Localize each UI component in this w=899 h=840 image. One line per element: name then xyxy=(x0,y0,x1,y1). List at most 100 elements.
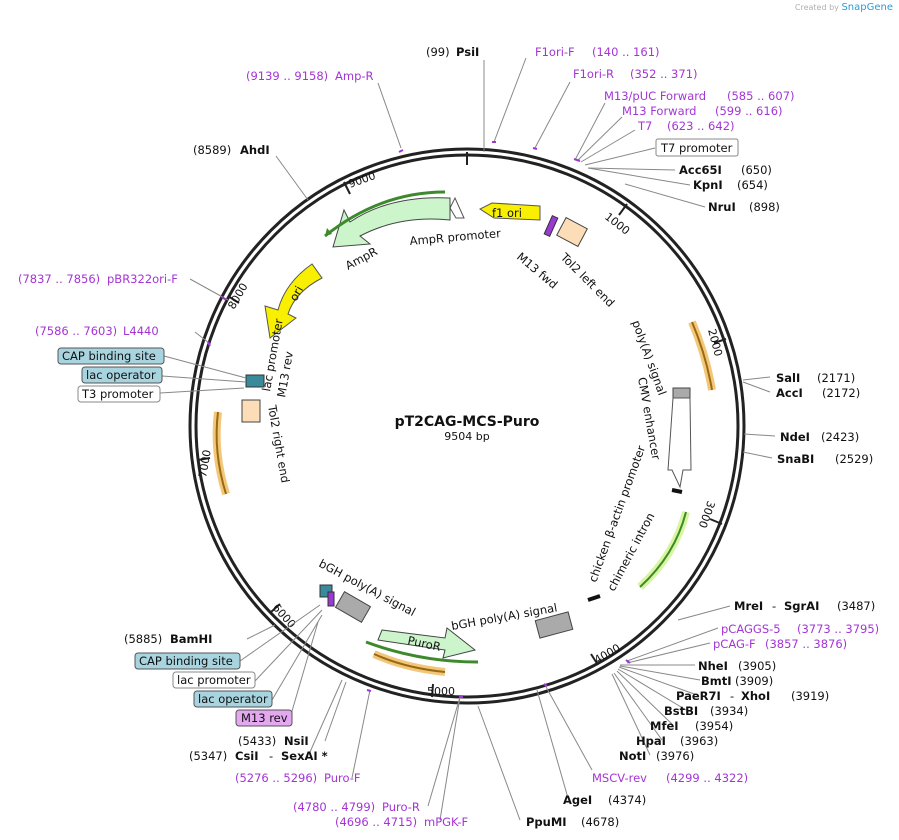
cmv-enhancer-arrow xyxy=(667,397,692,489)
ori-label: ori xyxy=(286,284,306,304)
csii-name: CsiI xyxy=(235,749,259,763)
hpai-name: HpaI xyxy=(636,734,666,748)
puror-r-pos: (4780 .. 4799) xyxy=(293,800,375,814)
orange-bottom-band xyxy=(372,650,446,676)
snabi-pos: (2529) xyxy=(835,452,873,466)
f1ori-f-name: F1ori-F xyxy=(535,45,575,59)
pbr322-name: pBR322ori-F xyxy=(107,272,178,286)
primer-ticks xyxy=(207,141,631,698)
orange-bottom-line xyxy=(373,653,446,673)
intron-end-mark xyxy=(587,594,601,602)
mscv-name: MSCV-rev xyxy=(592,771,647,785)
puro-f-pos: (5276 .. 5296) xyxy=(235,771,317,785)
nrui-name: NruI xyxy=(708,200,736,214)
tick-label: 1000 xyxy=(602,210,632,237)
tol2-right-box xyxy=(241,399,261,423)
agei-pos: (4374) xyxy=(608,793,646,807)
t3prom-box xyxy=(77,385,161,403)
ampr-arrow xyxy=(332,197,451,248)
pcagf-name: pCAG-F xyxy=(713,637,756,651)
m13fwd-box xyxy=(543,214,559,238)
ampr-orf xyxy=(324,190,446,238)
acc65i-name: Acc65I xyxy=(679,163,722,177)
ampr-primer-pos: (9139 .. 9158) xyxy=(246,69,328,83)
puror-r-name: Puro-R xyxy=(382,800,420,814)
mfei-pos: (3954) xyxy=(695,719,733,733)
bstbi-pos: (3934) xyxy=(710,704,748,718)
noti-pos: (3976) xyxy=(656,749,694,763)
m13puc-pos: (585 .. 607) xyxy=(727,89,795,103)
ampr-primer-name: Amp-R xyxy=(335,69,374,83)
f1ori-r-name: F1ori-R xyxy=(573,67,614,81)
ppumi-name: PpuMI xyxy=(526,815,567,829)
bgh-box-1 xyxy=(334,591,372,623)
tol2-left-box xyxy=(556,216,588,248)
tick-label: 5000 xyxy=(427,685,455,698)
m13rev-name: M13 rev xyxy=(241,711,288,725)
bmti-name: BmtI xyxy=(701,674,732,688)
pbr322-pos: (7837 .. 7856) xyxy=(18,272,100,286)
mfei-name: MfeI xyxy=(650,719,679,733)
pcagf-pos: (3857 .. 3876) xyxy=(765,637,847,651)
ampr-promoter-arrow xyxy=(449,196,465,219)
t7prom-box xyxy=(655,138,739,157)
mpgkf-name: mPGK-F xyxy=(424,815,468,829)
hpai-pos: (3963) xyxy=(680,734,718,748)
l4440-name: L4440 xyxy=(123,324,159,338)
psi-pos: (99) xyxy=(426,45,450,59)
pcaggs5-pos: (3773 .. 3795) xyxy=(797,622,879,636)
tick-marks xyxy=(197,152,727,698)
csii-sep: - xyxy=(269,749,273,763)
puro-f-name: Puro-F xyxy=(324,771,361,785)
mpgkf-pos: (4696 .. 4715) xyxy=(335,815,417,829)
puror-label: PuroR xyxy=(406,633,442,654)
puror-orf xyxy=(365,640,479,664)
nsii-pos: (5433) xyxy=(238,734,276,748)
mscv-pos: (4299 .. 4322) xyxy=(666,771,748,785)
csii-pos: (5347) xyxy=(189,749,227,763)
noti-name: NotI xyxy=(619,749,646,763)
lacop2-box xyxy=(193,690,273,708)
cap1-name: CAP binding site xyxy=(62,349,156,363)
m13fwd-pos: (599 .. 616) xyxy=(715,104,783,118)
m13rev-tag xyxy=(235,709,293,727)
intron-line xyxy=(639,511,687,588)
actin-prom-mark xyxy=(671,488,683,494)
agei-name: AgeI xyxy=(563,793,592,807)
acci-pos: (2172) xyxy=(822,386,860,400)
snapgene-credit: Created by SnapGene xyxy=(795,2,893,13)
plasmid-size: 9504 bp xyxy=(444,430,489,443)
tick-label: 7000 xyxy=(196,449,214,479)
acci-name: AccI xyxy=(776,386,803,400)
m13fwd-inner-label: M13 fwd xyxy=(514,250,560,292)
ndei-name: NdeI xyxy=(780,430,810,444)
l4440-pos: (7586 .. 7603) xyxy=(35,324,117,338)
psi-name: PsiI xyxy=(456,45,479,59)
m13rev-box xyxy=(327,591,335,607)
acc65i-pos: (650) xyxy=(741,163,772,177)
bamhi-name: BamHI xyxy=(170,632,212,646)
bamhi-pos: (5885) xyxy=(124,632,162,646)
f1ori-f-pos: (140 .. 161) xyxy=(592,45,660,59)
ahdi-name: AhdI xyxy=(240,143,270,157)
outer-labels: (99) PsiI F1ori-F (140 .. 161) F1ori-R (… xyxy=(18,45,879,829)
ori-arrow xyxy=(264,263,323,339)
polya-signal-box xyxy=(672,387,691,399)
tick-label: 4000 xyxy=(592,641,623,666)
orange-right-line xyxy=(691,321,713,391)
t3prom-name: T3 promoter xyxy=(81,387,154,401)
mrei-name: MreI xyxy=(734,599,763,613)
f1ori-arrow xyxy=(478,202,541,221)
puror-arrow xyxy=(377,627,477,659)
ampr-orf-head xyxy=(325,228,332,236)
m13fwd-name: M13 Forward xyxy=(622,104,696,118)
f1ori-label: f1 ori xyxy=(492,206,522,220)
leader-lines xyxy=(159,57,776,821)
tick-label: 3000 xyxy=(696,499,718,530)
ppumi-pos: (4678) xyxy=(581,815,619,829)
bstbi-name: BstBI xyxy=(664,704,698,718)
nhei-name: NheI xyxy=(698,659,728,673)
sgrai-name: SgrAI xyxy=(784,599,819,613)
bmti-pos: (3909) xyxy=(735,674,773,688)
